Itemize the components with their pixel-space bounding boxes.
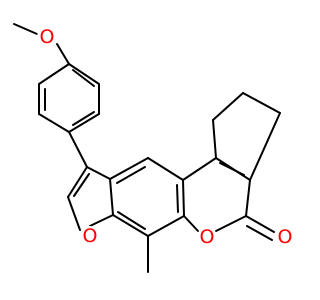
benzene-bond (147, 157, 184, 181)
lactone-bond (245, 179, 251, 217)
anisyl-bond (38, 113, 70, 133)
svg-text:O: O (200, 226, 215, 248)
benzene-inner-bond (176, 184, 179, 213)
lactone-bond (183, 215, 199, 232)
carbonyl-bond (245, 215, 275, 233)
furan-bond (67, 196, 81, 231)
benzene-bond (147, 215, 185, 237)
cyclopentane-bond (212, 92, 244, 121)
furan-bond (86, 166, 111, 180)
furan-inner-bond (73, 173, 90, 197)
benzene-inner-bond (116, 166, 146, 184)
svg-text:O: O (278, 226, 293, 248)
cyclopentane-bond (242, 92, 281, 114)
furan-bond (89, 214, 114, 227)
cyclopentane-bond (249, 112, 281, 181)
carbonyl-oxygen-atom: O (275, 226, 295, 248)
benzene-bond (182, 179, 185, 217)
svg-text:O: O (40, 26, 55, 48)
lactone-ring-oxygen-atom: O (197, 226, 217, 248)
carbonyl-bond (246, 225, 273, 241)
cyclopentane-bond (212, 119, 217, 159)
benzene-inner-bond (117, 211, 146, 230)
lactone-inner-bond (219, 162, 245, 176)
furan-bond (67, 166, 88, 198)
methoxy-oxygen-atom: O (37, 26, 57, 48)
benzene-bond (112, 214, 149, 237)
lactone-bond (215, 215, 247, 232)
furan-bond (109, 178, 114, 216)
aryl-furan-bond (68, 131, 88, 168)
anisyl-bond (68, 63, 100, 85)
anisyl-inner-bond (72, 111, 95, 126)
svg-text:O: O (83, 225, 98, 247)
anisyl-inner-bond (72, 69, 95, 87)
bond-lines (13, 23, 281, 273)
anisyl-bond (38, 63, 70, 85)
atom-labels: O O O O (37, 26, 295, 248)
molecule-structure: O O O O (13, 23, 295, 273)
anisyl-bond (68, 113, 100, 133)
methoxy-aryl-bond (56, 43, 70, 65)
lactone-bond (182, 157, 217, 181)
methyl-methoxy-bond (13, 23, 38, 35)
furan-oxygen-atom: O (80, 225, 100, 247)
benzene-bond (109, 157, 149, 180)
